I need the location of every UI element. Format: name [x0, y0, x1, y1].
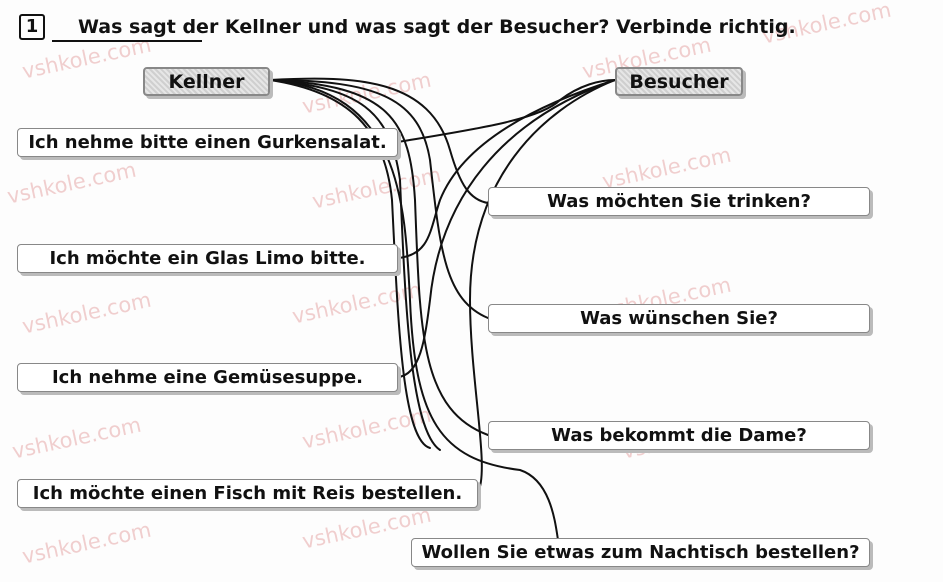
right-statement-3[interactable]: Was bekommt die Dame?	[488, 421, 870, 450]
besucher-box[interactable]: Besucher	[615, 67, 743, 96]
left-statement-1[interactable]: Ich nehme bitte einen Gurkensalat.	[17, 128, 398, 157]
right-statement-2[interactable]: Was wünschen Sie?	[488, 304, 870, 333]
left-statement-3[interactable]: Ich nehme eine Gemüsesuppe.	[17, 363, 398, 392]
kellner-box[interactable]: Kellner	[143, 67, 270, 96]
right-statement-1[interactable]: Was möchten Sie trinken?	[488, 187, 870, 216]
title-underline	[52, 40, 202, 42]
task-number: 1	[19, 14, 45, 40]
left-statement-2[interactable]: Ich möchte ein Glas Limo bitte.	[17, 244, 398, 273]
right-statement-4[interactable]: Wollen Sie etwas zum Nachtisch bestellen…	[411, 538, 870, 567]
left-statement-4[interactable]: Ich möchte einen Fisch mit Reis bestelle…	[17, 479, 478, 508]
task-instruction: Was sagt der Kellner und was sagt der Be…	[78, 16, 796, 38]
